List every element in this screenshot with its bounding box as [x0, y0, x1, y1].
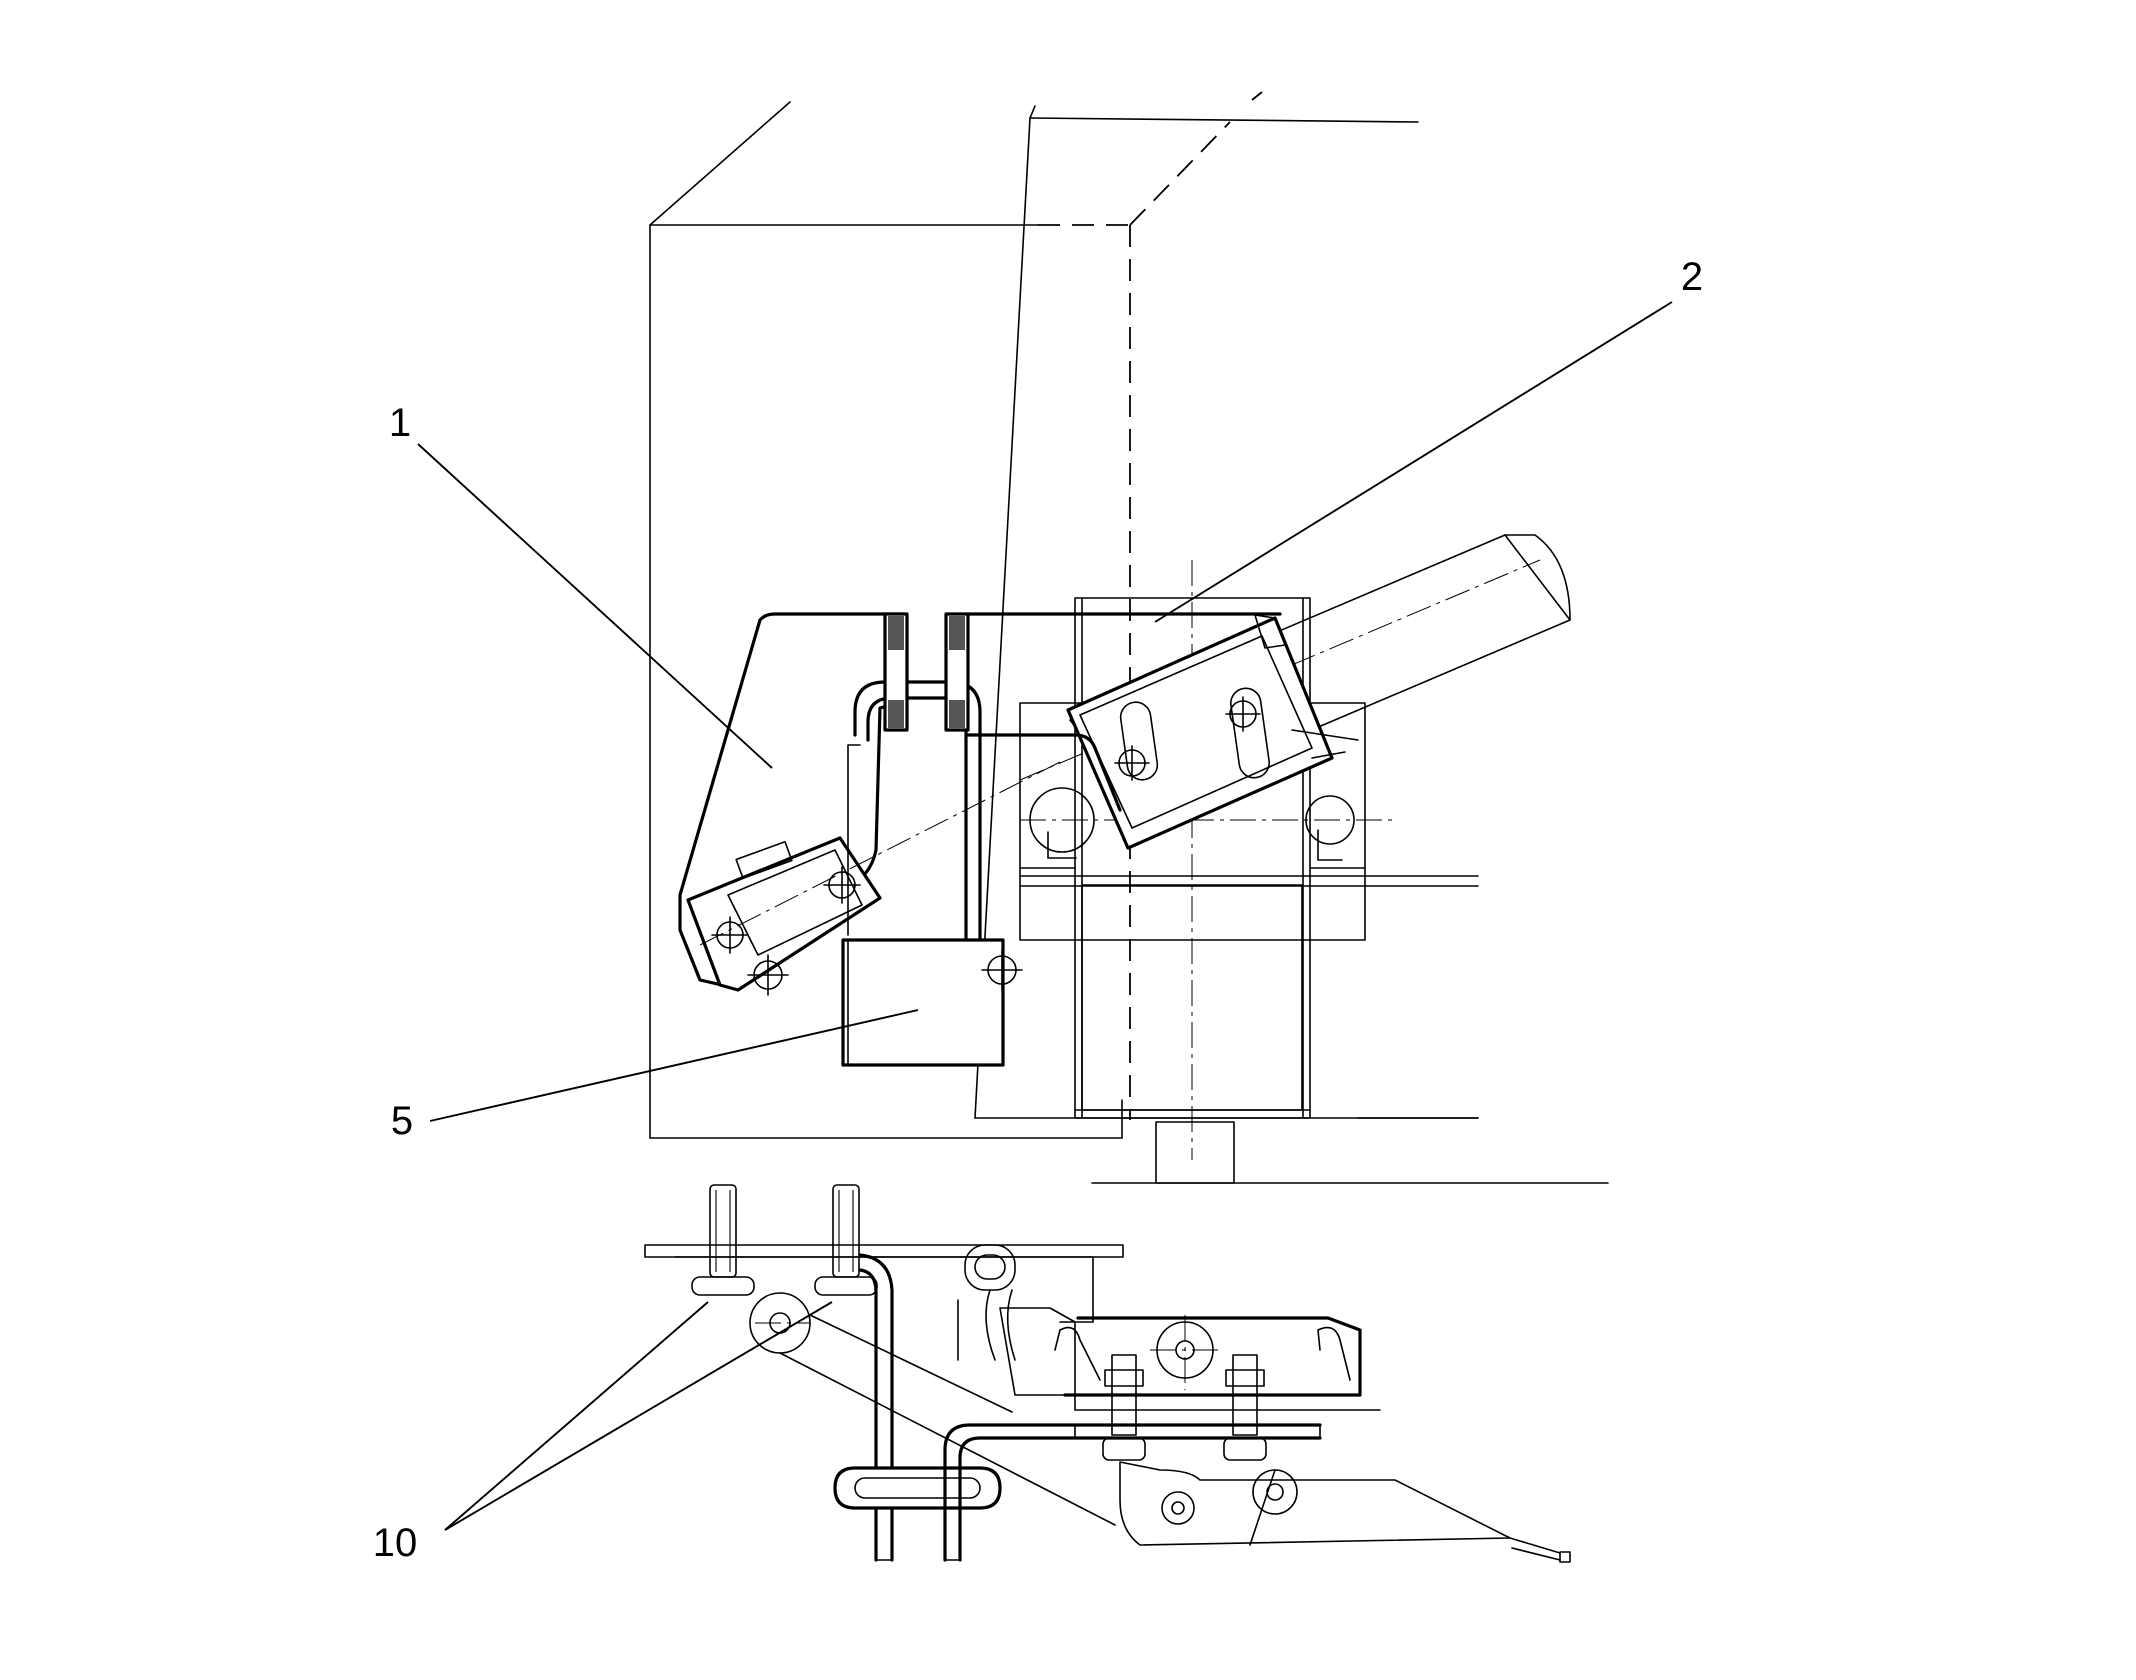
block-5	[841, 938, 1023, 1067]
leader-lines	[417, 301, 1673, 1531]
leader-10a	[444, 1301, 709, 1531]
switch-assembly-2	[1019, 534, 1571, 850]
leader-5	[429, 1009, 919, 1122]
callout-10: 10	[373, 1521, 418, 1565]
callout-1: 1	[389, 401, 411, 445]
leader-2	[1154, 301, 1673, 623]
callout-2: 2	[1681, 255, 1703, 299]
callout-labels: 1 2 5 10	[373, 255, 1703, 1565]
lower-assembly	[644, 1184, 1571, 1563]
leader-10b	[444, 1301, 833, 1531]
cover-plate-1	[678, 612, 1282, 996]
housing-outline	[649, 91, 1609, 1184]
leader-1	[417, 443, 773, 769]
callout-5: 5	[391, 1099, 413, 1143]
